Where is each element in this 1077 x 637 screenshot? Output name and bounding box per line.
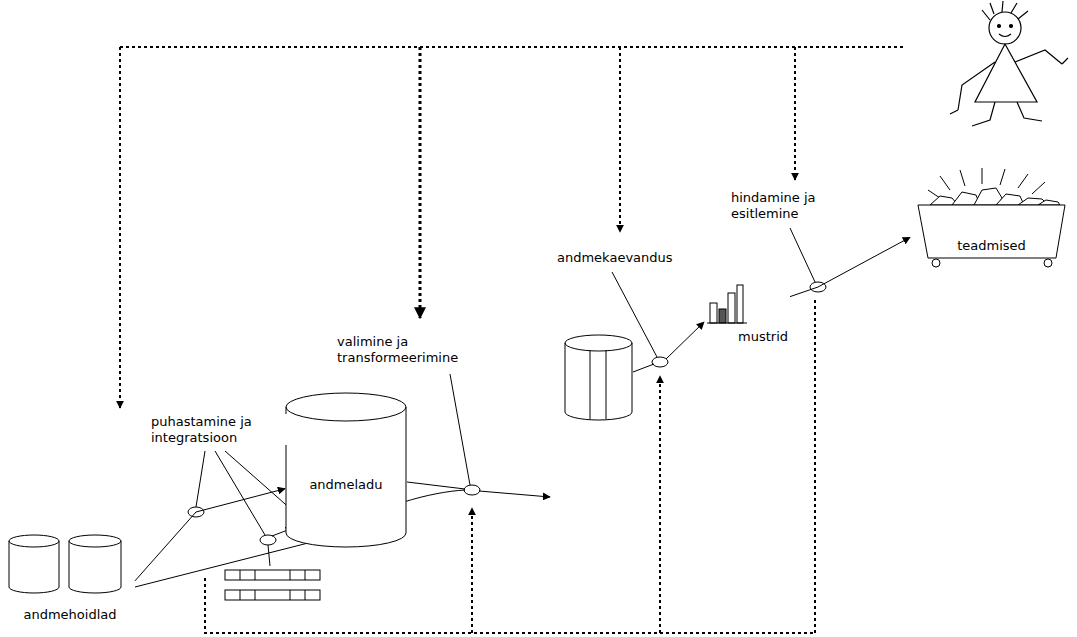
step-marker xyxy=(652,357,668,367)
feedback-line xyxy=(419,47,422,318)
cylinder-top xyxy=(69,541,121,547)
feedback-line xyxy=(120,46,905,48)
stick-figure xyxy=(950,1,1068,126)
cart-wheel xyxy=(1044,259,1052,267)
leader-line xyxy=(450,374,470,485)
figure-eye xyxy=(1010,25,1013,28)
feedback-line xyxy=(794,47,796,180)
table-row xyxy=(225,570,320,580)
cylinder-top xyxy=(565,343,632,351)
feedback-line xyxy=(471,508,473,633)
data-warehouse-node: andmeladu xyxy=(285,392,407,548)
feedback-line xyxy=(659,376,661,633)
cylinder-band xyxy=(590,350,606,419)
node-outline xyxy=(285,392,407,548)
pattern-bar xyxy=(710,303,717,323)
figure-arm xyxy=(950,62,995,114)
cylinder-body xyxy=(9,535,59,593)
shine-ray xyxy=(982,168,983,184)
node-text: mustrid xyxy=(738,329,788,345)
cylinder-body xyxy=(286,393,406,547)
task-data-cylinder xyxy=(565,335,632,420)
flow-line xyxy=(407,482,465,489)
step-label: valimine ja transformeerimine xyxy=(336,334,503,365)
shine-ray xyxy=(1018,174,1028,188)
pattern-bar xyxy=(737,285,743,323)
figure-leg xyxy=(972,102,995,126)
cart-body xyxy=(918,205,1065,258)
feedback-line xyxy=(814,298,816,633)
node-outline xyxy=(910,168,1073,270)
cylinder-top xyxy=(286,407,406,421)
feedback-line xyxy=(205,578,815,633)
shine-ray xyxy=(1000,169,1005,185)
data-source-node: andmehoidlad xyxy=(5,533,135,625)
flow-arrow xyxy=(790,237,910,296)
flow-lines xyxy=(135,322,704,587)
step-label: puhastamine ja integratsioon xyxy=(150,414,292,445)
flow-line xyxy=(666,322,704,359)
feedback-line xyxy=(119,47,121,408)
leader-line xyxy=(196,451,205,507)
shine-ray xyxy=(1032,182,1045,194)
table-cell-lines xyxy=(240,570,305,580)
figure-head xyxy=(989,12,1021,44)
feedback-lines xyxy=(120,47,905,633)
table-icon xyxy=(225,570,320,600)
pattern-node: mustrid xyxy=(705,283,790,345)
leader-line xyxy=(790,228,815,282)
shine-ray xyxy=(960,170,965,186)
node-text: andmeladu xyxy=(309,477,382,493)
node-text: teadmised xyxy=(957,238,1026,254)
step-marker xyxy=(260,535,276,545)
figure-eye xyxy=(998,25,1001,28)
feedback-line xyxy=(619,47,621,232)
step-label: andmekaevandus xyxy=(556,250,674,266)
table-row xyxy=(225,590,320,600)
pattern-bar xyxy=(719,309,726,323)
table-cell-lines xyxy=(240,590,305,600)
figure-leg xyxy=(1017,102,1042,121)
flow-line xyxy=(633,364,654,372)
figure-hair xyxy=(982,1,1028,20)
node-text: andmehoidlad xyxy=(23,607,116,623)
cylinder-body xyxy=(69,535,121,593)
flow-arrow xyxy=(135,489,285,581)
figure-mouth xyxy=(999,34,1011,37)
knowledge-node: teadmised xyxy=(910,168,1073,270)
gem xyxy=(1038,200,1060,205)
step-label: hindamine ja esitlemine xyxy=(730,190,844,221)
figure-arm xyxy=(1015,50,1068,64)
cylinder-body xyxy=(565,335,632,420)
step-marker xyxy=(464,485,480,495)
pattern-bar xyxy=(728,293,735,323)
flow-line xyxy=(268,545,270,566)
cart-wheel xyxy=(932,259,940,267)
shine-ray xyxy=(940,176,950,190)
flow-line xyxy=(479,491,550,497)
figure-dress xyxy=(975,44,1037,102)
chart-baseline xyxy=(707,323,747,324)
cylinder-top xyxy=(9,541,59,547)
shine-ray xyxy=(928,190,940,198)
